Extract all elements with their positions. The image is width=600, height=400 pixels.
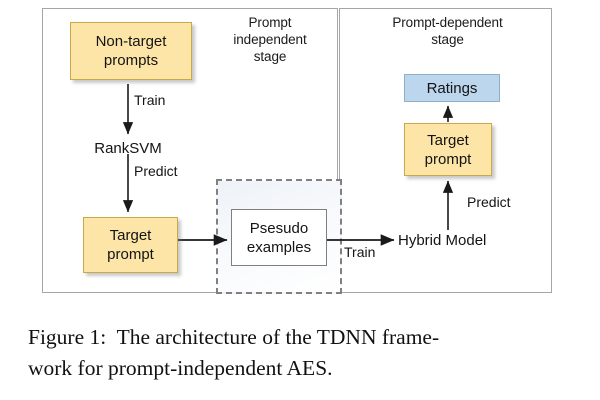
- stage-label-prompt-independent: Prompt independent stage: [233, 15, 307, 64]
- edge-label-train-2: Train: [344, 244, 376, 260]
- figure-caption: Figure 1: The architecture of the TDNN f…: [28, 322, 576, 384]
- node-target-prompt-left: Target prompt: [83, 217, 178, 273]
- node-psesudo-examples: Psesudo examples: [231, 209, 327, 266]
- node-ranksvm: RankSVM: [94, 140, 162, 157]
- stage-label-prompt-dependent: Prompt-dependent stage: [392, 15, 503, 47]
- edge-label-train-1: Train: [134, 92, 166, 108]
- node-non-target-prompts: Non-target prompts: [70, 22, 192, 80]
- edge-label-predict-2: Predict: [467, 194, 511, 210]
- node-ratings: Ratings: [404, 74, 500, 102]
- caption-line-2: work for prompt-independent AES.: [28, 356, 333, 380]
- edge-label-predict-1: Predict: [134, 163, 178, 179]
- node-hybrid-model: Hybrid Model: [398, 232, 487, 249]
- caption-line-1: Figure 1: The architecture of the TDNN f…: [28, 325, 440, 349]
- node-target-prompt-right: Target prompt: [404, 123, 492, 176]
